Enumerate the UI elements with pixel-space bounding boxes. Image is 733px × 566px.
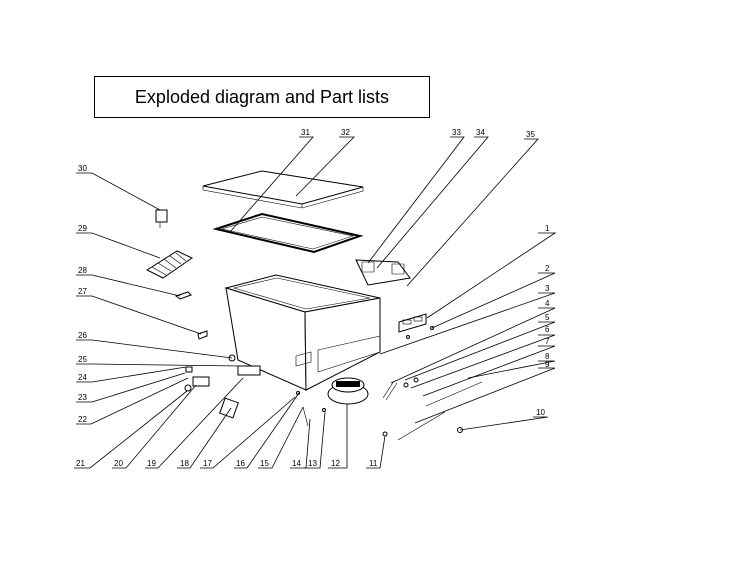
callout-23: 23: [78, 393, 87, 402]
callout-labels: 1 2 3 4 5 6 7 8 9 10 11 12 13 14 15 16 1…: [76, 128, 550, 468]
callout-3: 3: [545, 284, 550, 293]
part-grill-rack: [145, 250, 194, 279]
callout-29: 29: [78, 224, 87, 233]
callout-35: 35: [526, 130, 535, 139]
callout-12: 12: [331, 459, 340, 468]
callout-31: 31: [301, 128, 310, 137]
callout-22: 22: [78, 415, 87, 424]
leader-lines: [74, 136, 557, 469]
callout-26: 26: [78, 331, 87, 340]
part-cabinet: [224, 274, 381, 391]
callout-27: 27: [78, 287, 87, 296]
callout-20: 20: [114, 459, 123, 468]
callout-8: 8: [545, 352, 550, 361]
small-parts: [155, 209, 483, 441]
callout-28: 28: [78, 266, 87, 275]
callout-1: 1: [545, 224, 550, 233]
callout-15: 15: [260, 459, 269, 468]
callout-7: 7: [545, 337, 550, 346]
callout-16: 16: [236, 459, 245, 468]
callout-11: 11: [369, 459, 378, 468]
part-vent-plate: [398, 313, 427, 333]
callout-21: 21: [76, 459, 85, 468]
callout-5: 5: [545, 313, 550, 322]
callout-34: 34: [476, 128, 485, 137]
part-compressor: [327, 377, 369, 405]
callout-6: 6: [545, 325, 550, 334]
callout-25: 25: [78, 355, 87, 364]
callout-33: 33: [452, 128, 461, 137]
callout-32: 32: [341, 128, 350, 137]
part-lid: [202, 170, 364, 209]
callout-10: 10: [536, 408, 545, 417]
callout-18: 18: [180, 459, 189, 468]
title-box: Exploded diagram and Part lists: [94, 76, 430, 118]
part-gasket: [212, 212, 364, 254]
callout-2: 2: [545, 264, 550, 273]
callout-4: 4: [545, 299, 550, 308]
callout-19: 19: [147, 459, 156, 468]
callout-14: 14: [292, 459, 301, 468]
callout-30: 30: [78, 164, 87, 173]
callout-24: 24: [78, 373, 87, 382]
callout-13: 13: [308, 459, 317, 468]
page-title: Exploded diagram and Part lists: [134, 86, 390, 107]
part-bracket: [355, 259, 411, 286]
callout-9: 9: [545, 360, 550, 369]
callout-17: 17: [203, 459, 212, 468]
